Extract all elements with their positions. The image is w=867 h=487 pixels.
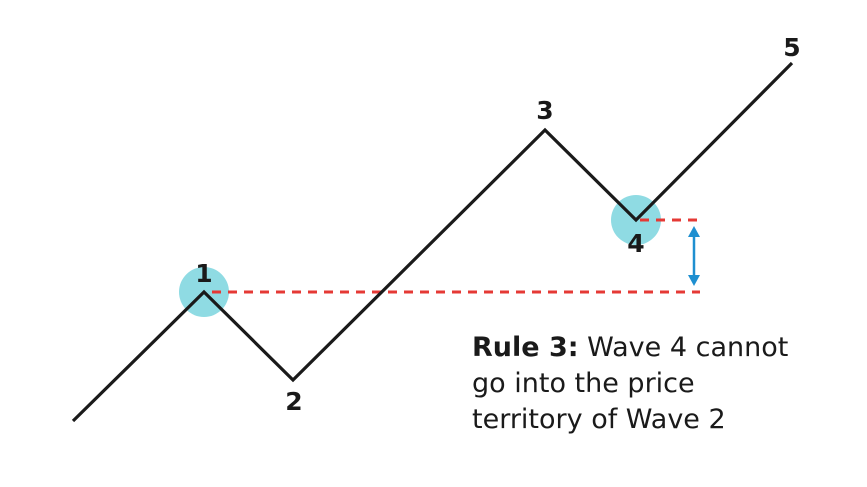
caption-line-3: territory of Wave 2 (472, 404, 726, 435)
gap-arrow (688, 226, 700, 286)
wave-label-1: 1 (195, 259, 212, 288)
wave-label-3: 3 (536, 96, 553, 125)
caption-line-1: Rule 3: Wave 4 cannot (472, 330, 852, 366)
wave-path (71, 61, 794, 423)
wave-label-4: 4 (627, 229, 644, 258)
wave-label-2: 2 (285, 387, 302, 416)
caption-text-1: Wave 4 cannot (587, 332, 789, 363)
rule-caption: Rule 3: Wave 4 cannot go into the price … (472, 330, 852, 438)
wave-label-5: 5 (783, 33, 800, 62)
caption-line-2: go into the price (472, 368, 695, 399)
rule-title: Rule 3: (472, 332, 579, 363)
